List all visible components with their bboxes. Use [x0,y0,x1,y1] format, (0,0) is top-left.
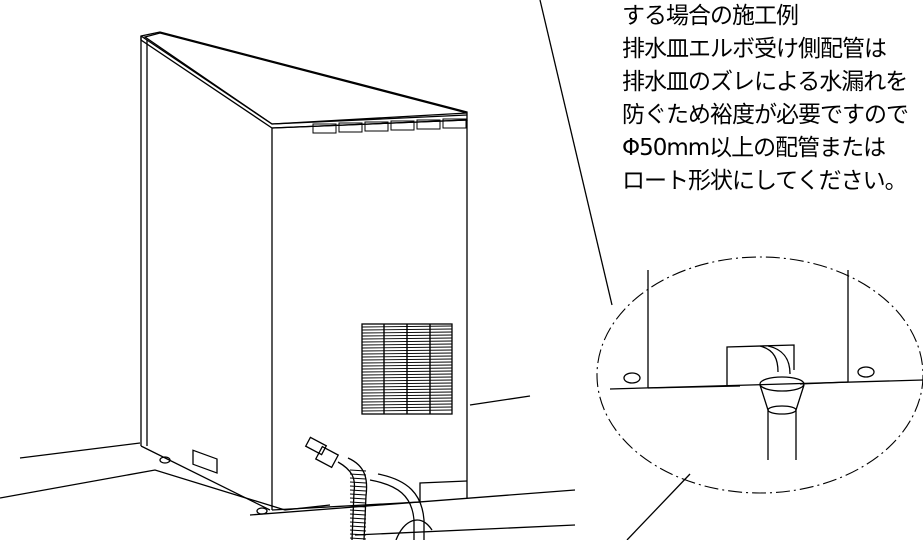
detail-view [609,270,923,460]
note-line-6: ロート形状にしてください。 [622,168,908,194]
note-line-4: 防ぐため裕度が必要ですので [622,102,909,128]
detail-magnifier-circle [596,256,923,494]
installation-note: する場合の施工例 排水皿エルボ受け側配管は 排水皿のズレによる水漏れを 防ぐため… [622,0,922,198]
note-line-1: する場合の施工例 [622,3,799,29]
floor-lines [0,395,576,536]
callout-leader [539,0,613,306]
note-line-5: Φ50mm以上の配管または [622,135,886,161]
top-vent [312,118,467,134]
note-line-2: 排水皿エルボ受け側配管は [622,36,887,62]
note-line-3: 排水皿のズレによる水漏れを [622,69,908,95]
callout-leader-bottom [626,473,691,540]
drain-funnel-top [759,376,805,392]
ice-machine-unit [140,31,468,515]
drain-hose [304,436,433,540]
ventilation-grille [361,323,453,415]
